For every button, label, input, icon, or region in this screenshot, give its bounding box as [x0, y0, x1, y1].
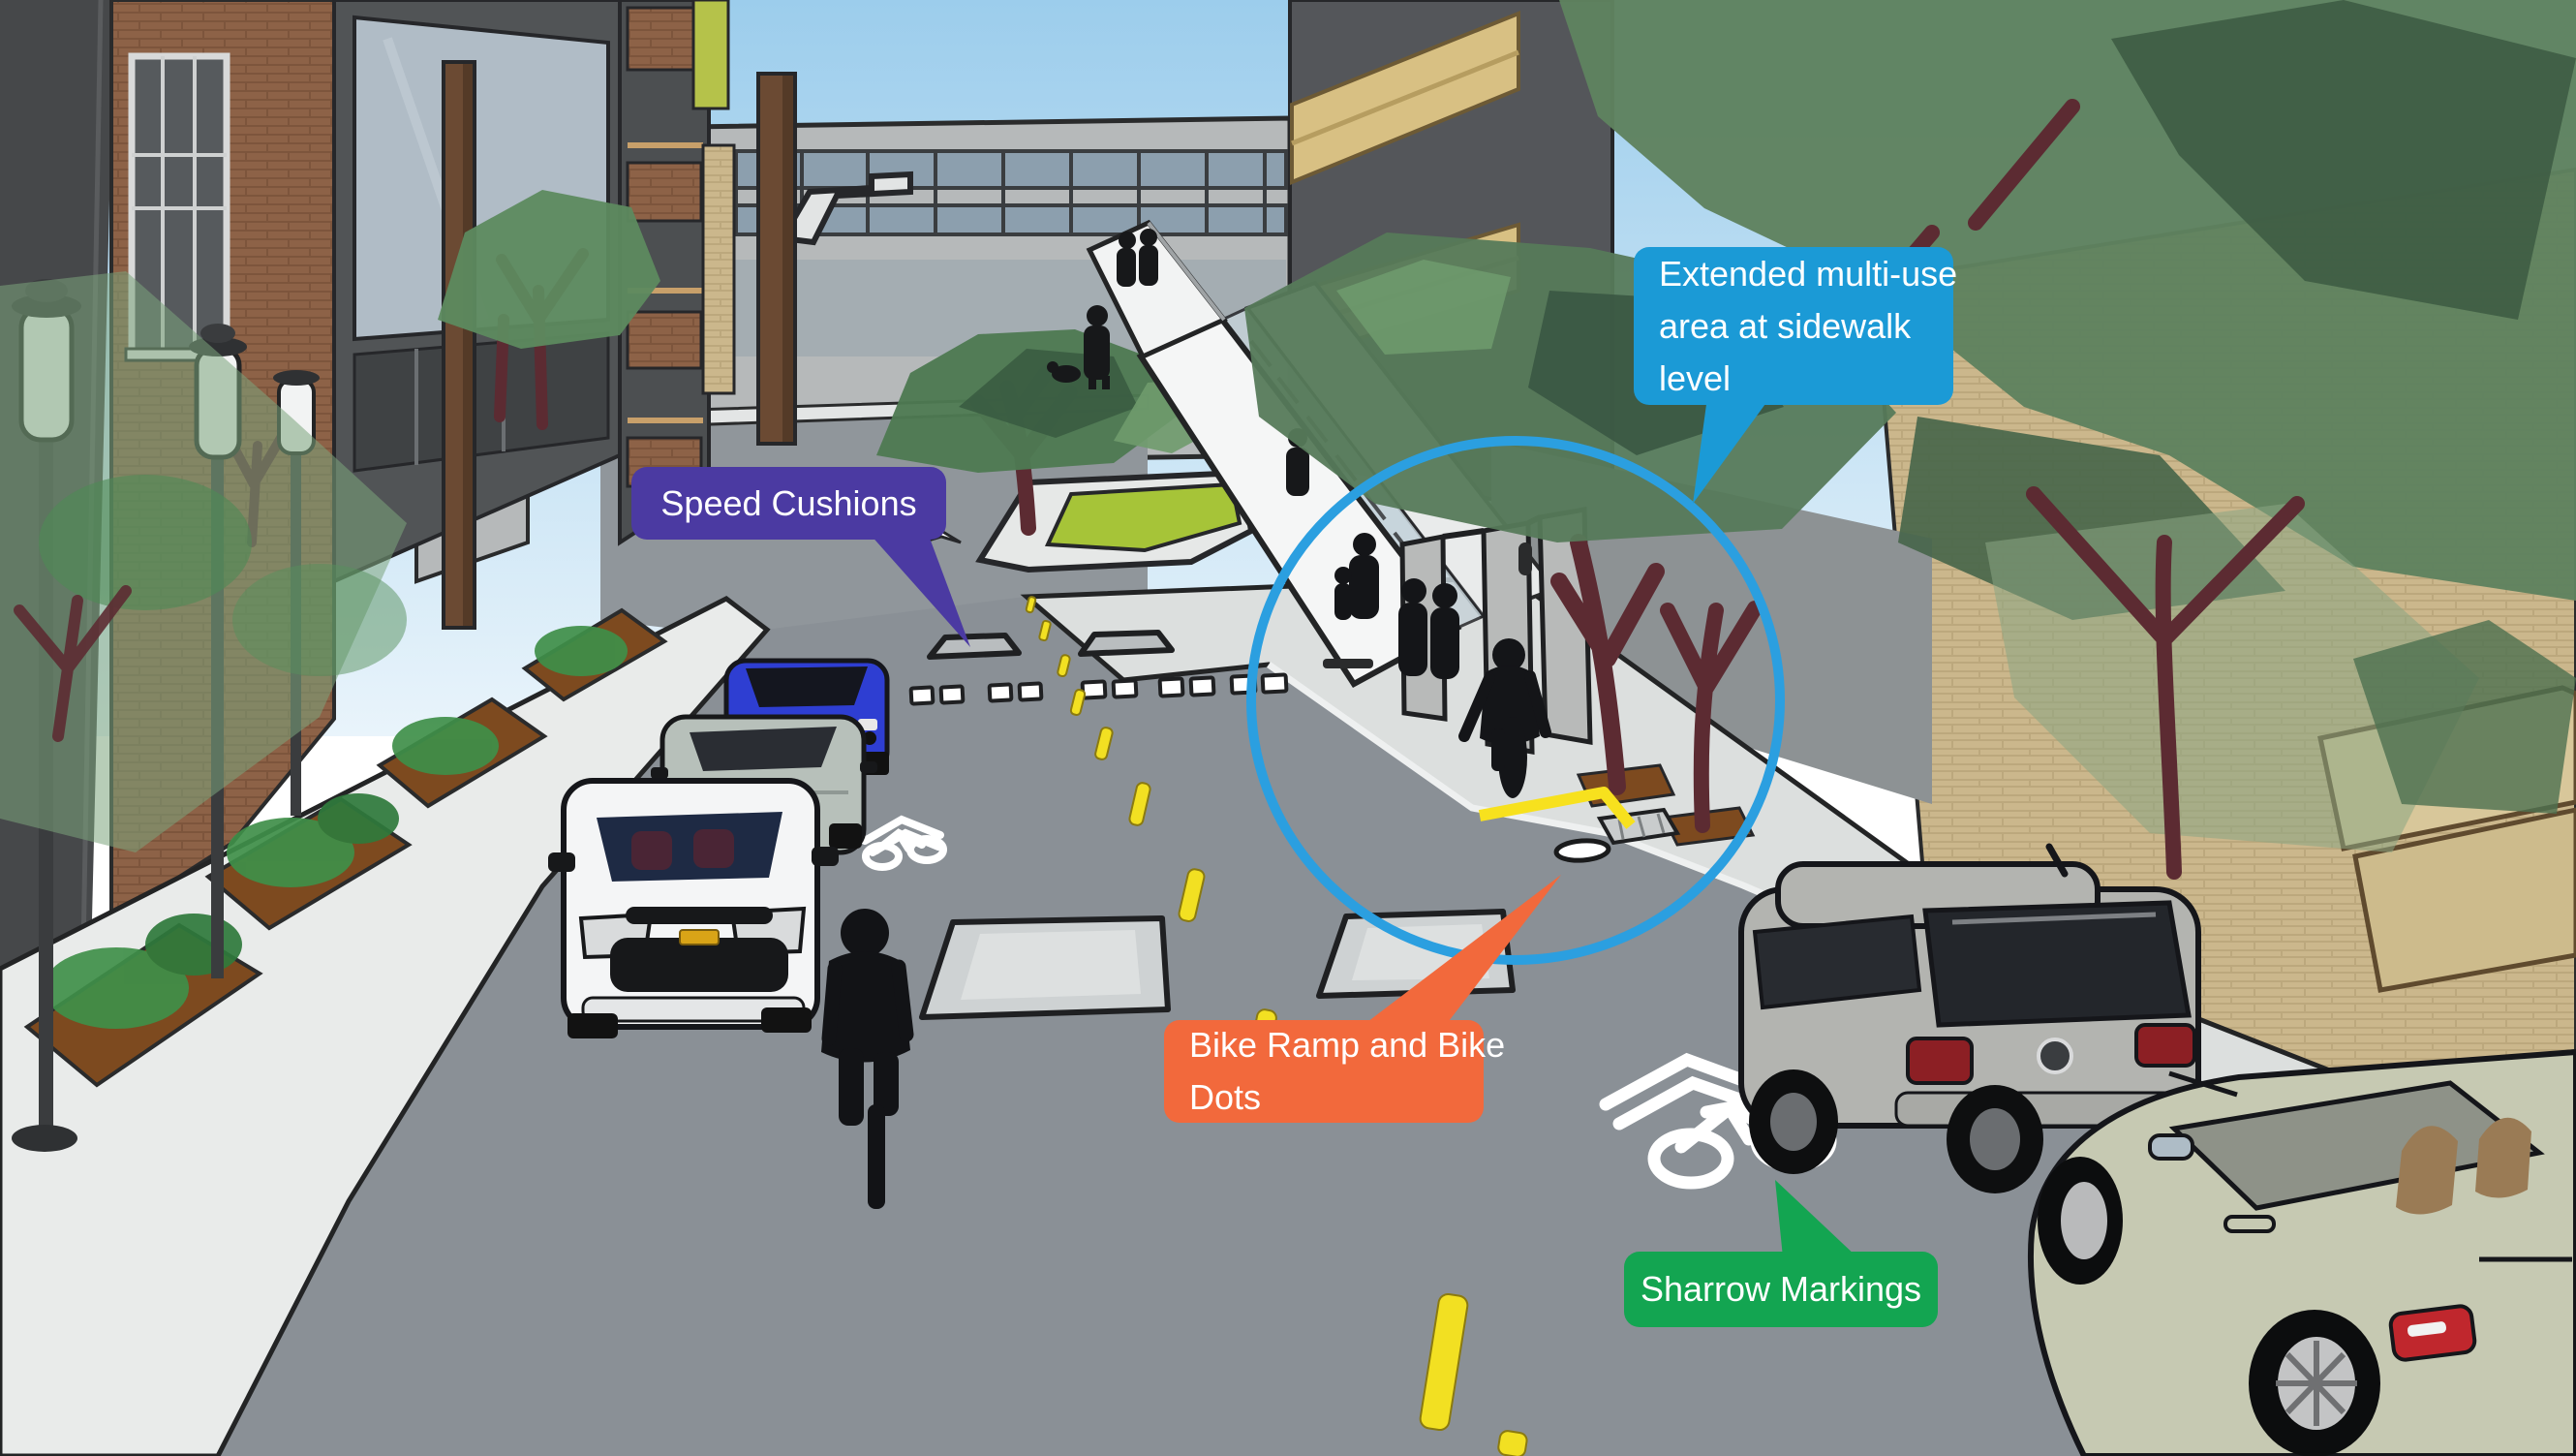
callout-multi-use-line: level	[1659, 357, 1732, 398]
callout-bike-ramp-dots: Bike Ramp and Bike Dots	[1164, 1020, 1505, 1123]
utility-pole	[442, 60, 476, 630]
car-seat	[2475, 1117, 2531, 1198]
callout-sharrow-label: Sharrow Markings	[1640, 1269, 1922, 1309]
wood-planter-box	[2352, 807, 2576, 993]
median-island	[921, 469, 1255, 573]
sharrow-callout-tail	[1775, 1180, 1857, 1257]
tan-column	[701, 143, 736, 395]
bike-ramp-callout-tail	[1364, 875, 1561, 1025]
white-chevrolet	[548, 778, 839, 1038]
cyclist	[821, 909, 914, 1209]
speed-cushions-callout-tail	[869, 533, 970, 647]
highlight-circle	[1246, 436, 1785, 965]
stair-parapet	[778, 170, 913, 246]
right-tree-canopy	[1559, 0, 2576, 880]
parked-cars-right	[1738, 843, 2576, 1456]
callout-bike-ramp-line: Bike Ramp and Bike	[1189, 1025, 1506, 1065]
callout-multi-use-line: area at sidewalk	[1659, 305, 1912, 346]
pedestrian-pair-top	[1117, 229, 1158, 287]
parked-cars-left	[548, 658, 890, 1038]
left-foliage-overlay	[0, 271, 407, 852]
sage-coupe	[2027, 1048, 2576, 1456]
multi-use-callout-tail	[1693, 397, 1770, 504]
lime-accent	[691, 0, 730, 110]
callout-bike-ramp-line: Dots	[1189, 1077, 1262, 1117]
sharrow-marking-left	[861, 815, 947, 871]
gray-vw-golf	[1738, 843, 2201, 1193]
adult-with-child	[1334, 533, 1379, 620]
speed-cushion-humps	[927, 630, 1175, 660]
callout-multi-use-line: Extended multi-use	[1659, 253, 1958, 294]
callout-speed-cushions: Speed Cushions	[631, 467, 946, 540]
callout-speed-cushions-label: Speed Cushions	[660, 482, 917, 523]
pedestrian-pair	[1398, 578, 1459, 679]
pedestrian-with-dog	[1047, 305, 1110, 389]
car-seat	[2396, 1126, 2458, 1215]
plaza-pedestrians	[1323, 533, 1551, 798]
bike-ramp	[1478, 787, 1681, 846]
callout-sharrow-markings: Sharrow Markings	[1624, 1252, 1938, 1327]
utility-pole-2	[756, 72, 797, 446]
person-walking-bike	[1458, 638, 1551, 798]
ground-mat	[1323, 659, 1373, 668]
callout-extended-multi-use: Extended multi-use area at sidewalk leve…	[1634, 247, 1957, 405]
bike-dot	[1553, 838, 1611, 863]
